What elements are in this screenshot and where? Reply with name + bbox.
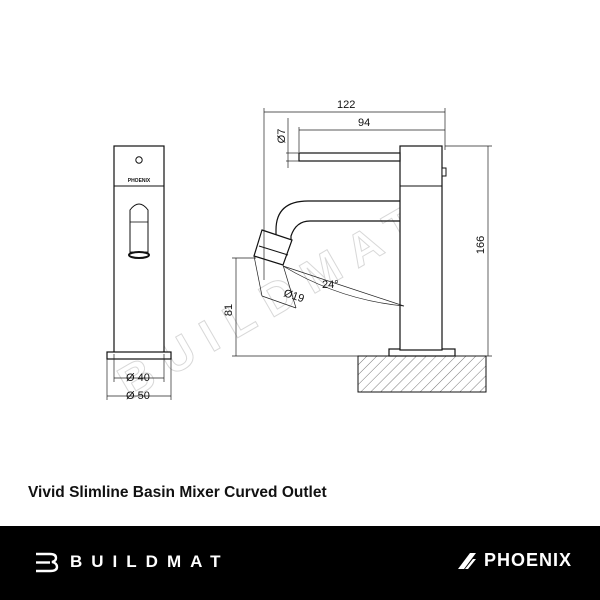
dim-angle: 24°: [322, 279, 339, 291]
front-aerator: [128, 251, 150, 259]
phoenix-logo: PHOENIX: [456, 550, 572, 571]
side-body: [399, 145, 443, 351]
phoenix-logo-text: PHOENIX: [483, 550, 572, 570]
front-base: [106, 351, 172, 360]
front-indicator-dot: [135, 156, 143, 164]
phoenix-logo-icon: [457, 552, 476, 569]
side-view: 122 94 Ø7 166 81 Ø19 24°: [223, 99, 492, 393]
technical-drawing: BUILDMAT PHOENIX Ø 40 Ø 50: [106, 99, 492, 409]
buildmat-logo-icon: [36, 552, 59, 573]
dim-front-40: Ø 40: [126, 372, 150, 384]
product-title: Vivid Slimline Basin Mixer Curved Outlet: [28, 484, 327, 501]
dim-94: 94: [358, 117, 370, 129]
buildmat-logo-text: BUILDMAT: [70, 552, 230, 571]
mounting-surface: [357, 355, 487, 393]
dim-handle-dia: Ø7: [276, 129, 288, 144]
front-handle-logo: PHOENIX: [128, 178, 151, 184]
side-outlet-nozzle: [253, 229, 293, 266]
front-view: PHOENIX Ø 40 Ø 50: [106, 145, 172, 402]
front-outlet-slot: [129, 203, 149, 257]
buildmat-logo: BUILDMAT: [34, 550, 230, 574]
dim-81: 81: [223, 304, 235, 316]
dim-122: 122: [337, 99, 355, 111]
dim-front-50: Ø 50: [126, 390, 150, 402]
dim-166: 166: [475, 236, 487, 254]
side-handle-lever: [298, 152, 401, 162]
footer-bar: BUILDMAT PHOENIX: [0, 526, 600, 600]
